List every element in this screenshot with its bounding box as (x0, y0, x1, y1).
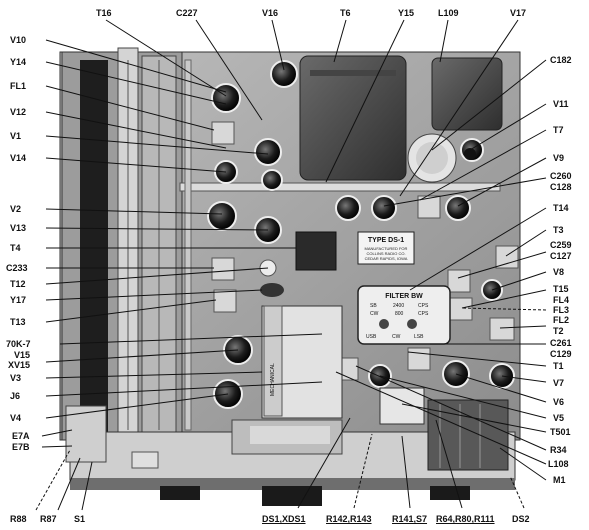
label-fl3: FL3 (553, 305, 570, 315)
type-plate-line-2: MANUFACTURED FOR (365, 246, 408, 251)
filter-lsb: LSB (414, 334, 424, 340)
label-r34: R34 (550, 445, 567, 455)
label-v11: V11 (553, 99, 569, 109)
knob-left (160, 486, 200, 500)
filter-ssb: SB (370, 303, 377, 309)
l109-can (431, 57, 503, 131)
knob-right (430, 486, 470, 500)
label-c259: C259 (550, 240, 572, 250)
label-fl2: FL2 (553, 315, 570, 325)
label-l108: L108 (548, 459, 569, 469)
label-t6: T6 (340, 8, 351, 18)
label-t7: T7 (553, 125, 564, 135)
label-c182: C182 (550, 55, 572, 65)
label-r88: R88 (10, 514, 27, 524)
label-t15: T15 (553, 284, 569, 294)
label-v16: V16 (262, 8, 279, 18)
label-y15: Y15 (398, 8, 415, 18)
label-v2: V2 (10, 204, 22, 214)
filter-cps-2: CPS (418, 311, 429, 317)
filter-usb: USB (366, 334, 377, 340)
label-r64-r80-r111: R64,R80,R111 (436, 514, 495, 524)
mech-filter-vertical-label: MECHANICAL (270, 363, 276, 396)
label-t12: T12 (10, 279, 26, 289)
label-c227: C227 (176, 8, 198, 18)
filter-plate (357, 285, 451, 345)
label-v14: V14 (10, 153, 27, 163)
label-c128: C128 (550, 182, 572, 192)
label-r87: R87 (40, 514, 57, 524)
label-t2: T2 (553, 326, 564, 336)
label-t16: T16 (96, 8, 112, 18)
label-fl1: FL1 (10, 81, 27, 91)
filter-2400: 2400 (393, 303, 404, 309)
label-70k7: 70K-7 (6, 339, 31, 349)
t4-block (295, 231, 337, 271)
label-v1: V1 (10, 131, 22, 141)
label-xv15: XV15 (8, 360, 31, 370)
label-r141-s7: R141,S7 (392, 514, 428, 524)
filter-title: FILTER BW (385, 293, 423, 300)
label-t501: T501 (550, 427, 571, 437)
label-ds1-xds1: DS1,XDS1 (262, 514, 306, 524)
label-c129: C129 (550, 349, 572, 359)
label-m1: M1 (553, 475, 566, 485)
label-c260: C260 (550, 171, 572, 181)
label-t14: T14 (553, 203, 569, 213)
label-v7: V7 (553, 378, 565, 388)
label-c233: C233 (6, 263, 28, 273)
filter-800: 800 (395, 311, 404, 317)
label-c261: C261 (550, 338, 572, 348)
filter-cw-mode: CW (392, 334, 401, 340)
label-v12: V12 (10, 107, 27, 117)
label-j6: J6 (10, 391, 21, 401)
label-c127: C127 (550, 251, 572, 261)
label-s1: S1 (74, 514, 86, 524)
label-e7b: E7B (12, 442, 30, 452)
e7-terminal-strip (65, 405, 107, 463)
label-v10: V10 (10, 35, 27, 45)
label-y14: Y14 (10, 57, 27, 67)
label-v13: V13 (10, 223, 27, 233)
label-r142-r143: R142,R143 (326, 514, 372, 524)
knob-center (262, 486, 322, 506)
label-ds2: DS2 (512, 514, 530, 524)
label-t4: T4 (10, 243, 21, 253)
filter-cps: CPS (418, 303, 429, 309)
label-l109: L109 (438, 8, 459, 18)
label-v15: V15 (14, 350, 31, 360)
label-t3: T3 (553, 225, 564, 235)
label-v17: V17 (510, 8, 527, 18)
label-v3: V3 (10, 373, 22, 383)
t6-can (299, 55, 407, 181)
label-t1: T1 (553, 361, 564, 371)
label-e7a: E7A (12, 431, 30, 441)
shield-divider (179, 182, 501, 192)
type-plate-line-4: CEDAR RAPIDS, IOWA (365, 256, 408, 261)
label-y17: Y17 (10, 295, 27, 305)
type-plate (357, 231, 415, 265)
label-v5: V5 (553, 413, 565, 423)
label-v4: V4 (10, 413, 22, 423)
label-v9: V9 (553, 153, 565, 163)
label-fl4: FL4 (553, 295, 570, 305)
filter-cw: CW (370, 311, 379, 317)
type-plate-line-1: TYPE DS-1 (368, 237, 404, 244)
label-v6: V6 (553, 397, 565, 407)
label-v8: V8 (553, 267, 565, 277)
label-t13: T13 (10, 317, 26, 327)
type-plate-line-3: COLLINS RADIO CO. (366, 251, 405, 256)
leader-lines (35, 19, 547, 511)
